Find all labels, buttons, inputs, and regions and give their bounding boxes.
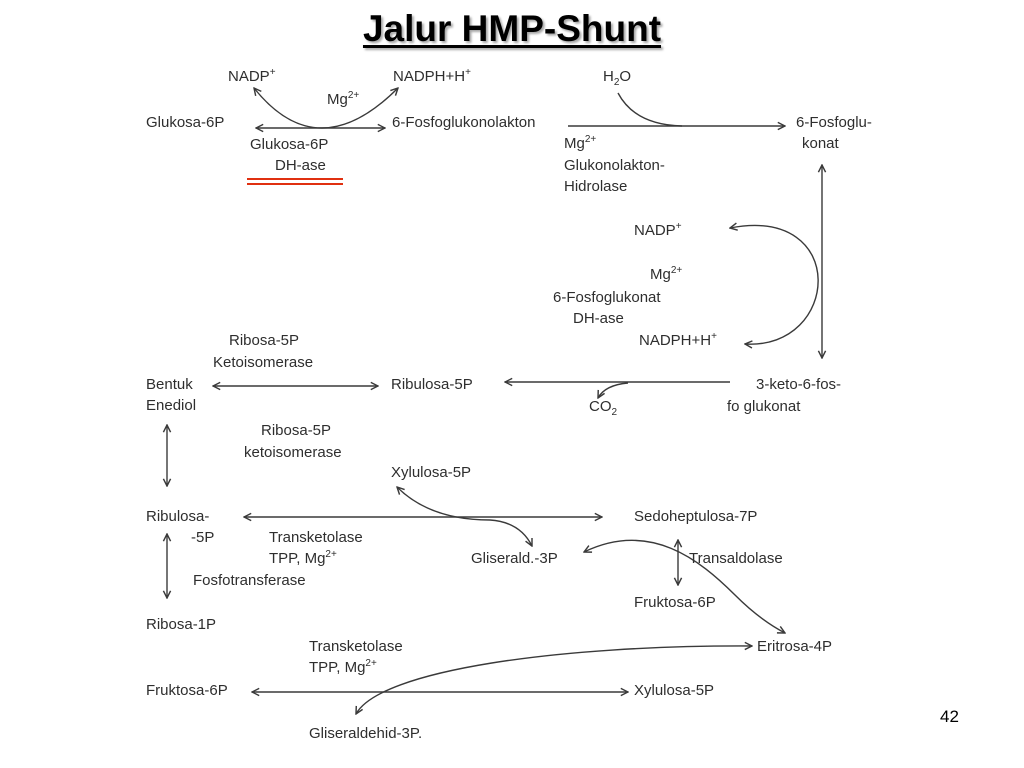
bentuk-enediol-2: Enediol [146,397,197,414]
ribosa-1p: Ribosa-1P [146,616,217,633]
page-title: Jalur HMP-Shunt [362,8,662,49]
enzyme-transketolase-1: Transketolase [269,529,363,546]
glukosa-6p: Glukosa-6P [146,114,225,131]
gliserald-3p: Gliserald.-3P [471,550,558,567]
enzyme-g6p-dh-2: DH-ase [275,157,326,174]
arrow-co2 [598,382,629,398]
mg-label-3: Mg2+ [650,265,683,284]
nadp-label-1: NADP+ [228,67,276,86]
arrow-xylulosa-gliserald [397,487,532,546]
enzyme-ribosa5p-keto-1: Ribosa-5P [229,332,300,349]
xylulosa-5p-2: Xylulosa-5P [634,682,715,699]
enzyme-hidrolase-2: Hidrolase [564,178,628,195]
arrow-eritrosa-gliseraldehid [356,646,752,714]
fosfoglukonat-1: 6-Fosfoglu- [796,114,872,131]
keto-fosfoglukonat-1: 3-keto-6-fos- [756,376,842,393]
enzyme-transaldolase: Transaldolase [689,550,783,567]
ribulosa-b-2: -5P [191,529,215,546]
co2-label: CO2 [589,398,618,418]
enzyme-ribosa5p-keto-b-2: ketoisomerase [244,444,342,461]
nadph-label-2: NADPH+H+ [639,331,717,350]
enzyme-g6p-dh-1: Glukosa-6P [250,136,329,153]
enzyme-fg-dh-2: DH-ase [573,310,624,327]
arrow-gliserald-eritrosa [584,539,785,633]
nadp-label-2: NADP+ [634,221,682,240]
enzyme-transketolase-2: Transketolase [309,638,403,655]
h2o-label: H2O [603,68,632,88]
tpp-mg-1: TPP, Mg2+ [269,549,337,568]
arrow-nadp-nadph-2 [730,226,819,345]
enzyme-ribosa5p-keto-2: Ketoisomerase [213,354,314,371]
fruktosa-6p-2: Fruktosa-6P [146,682,228,699]
arrow-h2o [617,92,683,127]
enzyme-fg-dh-1: 6-Fosfoglukonat [553,289,661,306]
ribulosa-5p: Ribulosa-5P [391,376,473,393]
bentuk-enediol-1: Bentuk [146,376,193,393]
fosfoglukonolakton: 6-Fosfoglukonolakton [392,114,536,131]
sedoheptulosa-7p: Sedoheptulosa-7P [634,508,758,525]
keto-fosfoglukonat-2: fo glukonat [727,398,801,415]
fosfoglukonat-2: konat [802,135,839,152]
enzyme-ribosa5p-keto-b-1: Ribosa-5P [261,422,332,439]
ribulosa-b-1: Ribulosa- [146,508,210,525]
gliseraldehid-3p: Gliseraldehid-3P. [309,725,423,742]
enzyme-hidrolase-1: Glukonolakton- [564,157,665,174]
tpp-mg-2: TPP, Mg2+ [309,658,377,677]
xylulosa-5p-1: Xylulosa-5P [391,464,472,481]
fruktosa-6p-1: Fruktosa-6P [634,594,716,611]
nadph-label-1: NADPH+H+ [393,67,471,86]
page-number: 42 [940,707,959,726]
arrow-nadp-nadph-1 [254,88,398,129]
enzyme-fosfotransferase: Fosfotransferase [193,572,306,589]
eritrosa-4p: Eritrosa-4P [757,638,833,655]
mg-label-2: Mg2+ [564,134,597,153]
mg-label-1: Mg2+ [327,90,360,109]
